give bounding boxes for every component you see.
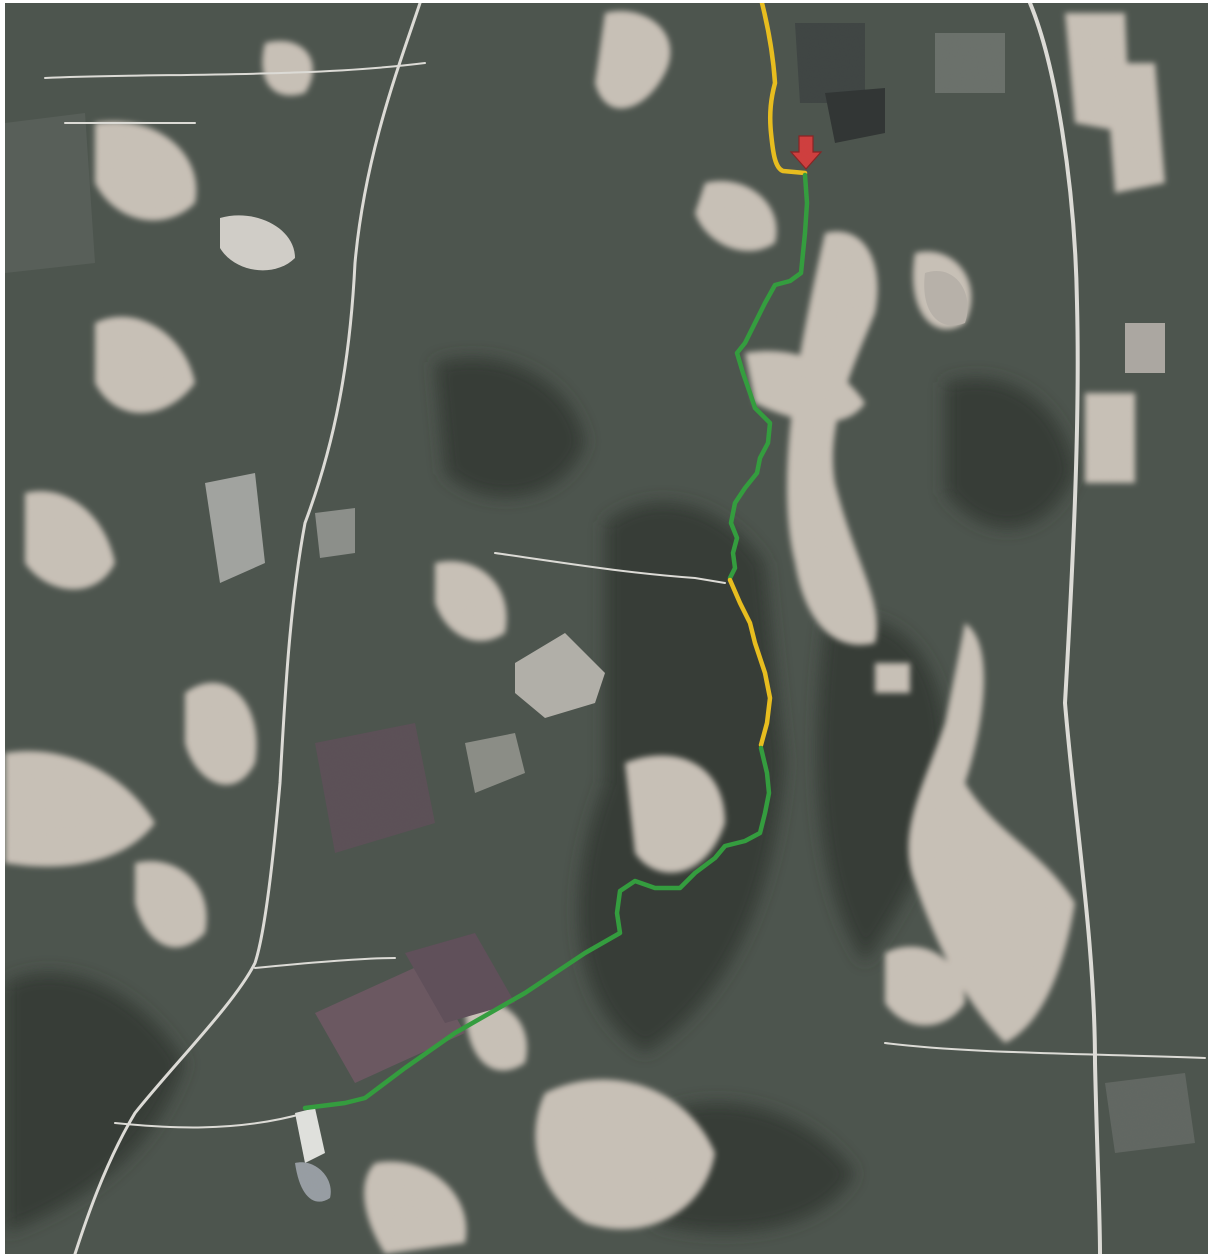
aerial-map[interactable] <box>5 3 1208 1254</box>
map-frame <box>5 3 1208 1254</box>
texture-overlay <box>5 3 1208 1254</box>
